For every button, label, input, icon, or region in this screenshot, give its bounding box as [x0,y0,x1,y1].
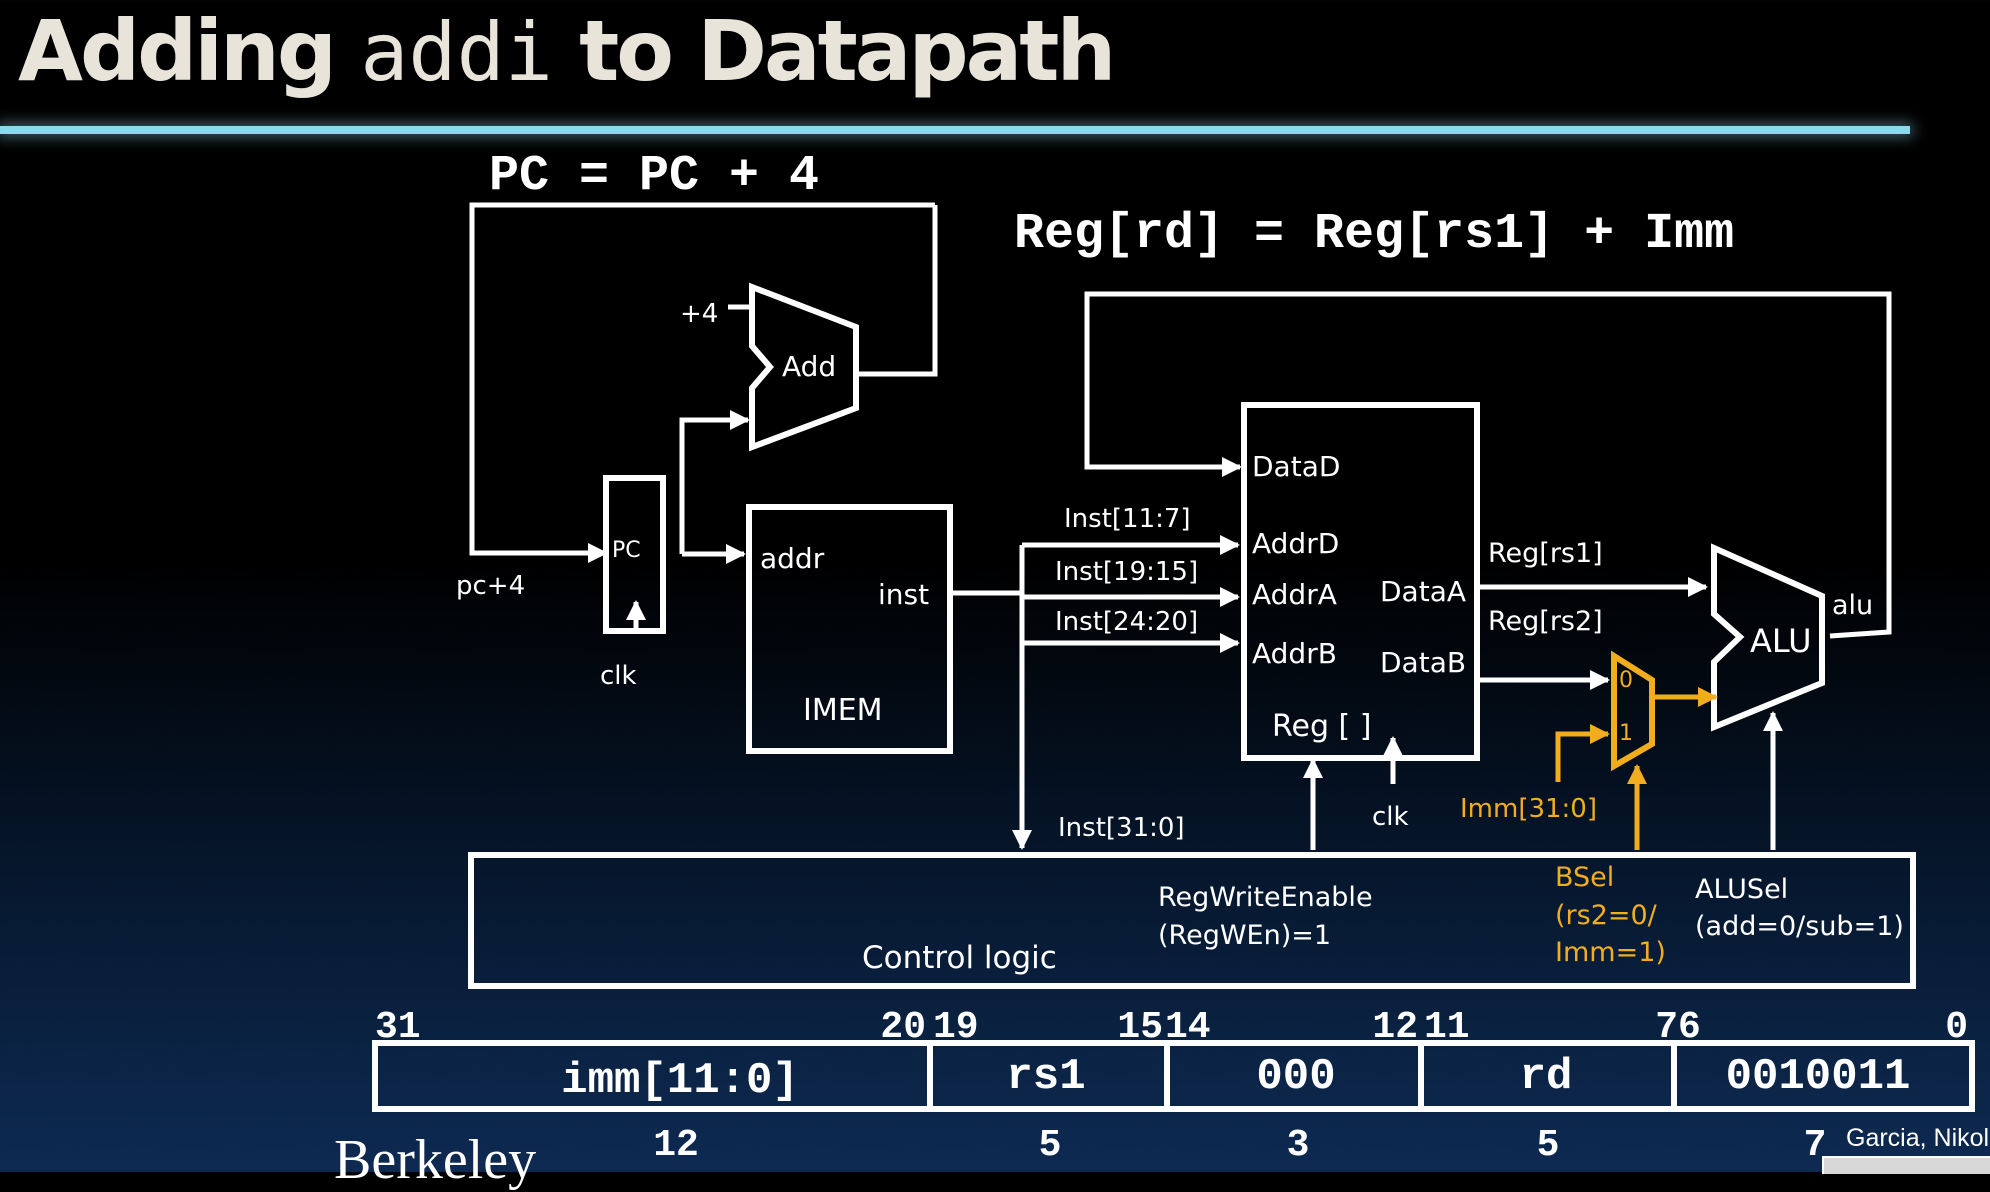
reg-name-label: Reg [ ] [1272,709,1371,744]
encoding-field-imm: imm[11:0] [561,1056,799,1106]
inst-rd-label: Inst[11:7] [1064,504,1191,534]
bsel-label-line1: BSel [1555,862,1614,893]
imem-name-label: IMEM [803,693,883,728]
encoding-width: 7 [1804,1124,1827,1167]
encoding-width: 5 [1039,1124,1062,1167]
imem-block [746,504,953,754]
imem-addr-label: addr [760,542,825,575]
encoding-width: 5 [1537,1124,1560,1167]
register-file [1241,402,1480,761]
pc-clk-label: clk [600,661,637,691]
inst-full-label: Inst[31:0] [1058,813,1185,843]
reg-addra-label: AddrA [1252,578,1337,611]
bsel-label-line3: Imm=1) [1555,937,1666,968]
adder-feedback-wire [858,205,938,377]
imm-wire [1555,724,1610,782]
encoding-box [372,1040,1975,1112]
encoding-width: 12 [653,1124,699,1167]
alu-output-label: alu [1832,590,1873,621]
bit-label: 14 [1165,1006,1211,1049]
slide-title-code: addi [360,6,553,99]
control-logic-block [468,852,1916,989]
encoding-field-funct3: 000 [1256,1052,1335,1102]
adder-label: Add [782,350,836,383]
alu-writeback-wire [1084,291,1892,639]
inst-rs2-label: Inst[24:20] [1055,607,1198,637]
alusel-label-line2: (add=0/sub=1) [1695,911,1904,942]
encoding-field-rs1: rs1 [1006,1052,1085,1102]
reg-datad-label: DataD [1252,450,1340,483]
reg-dataa-label: DataA [1380,575,1466,608]
bit-label: 20 [880,1006,926,1049]
imem-inst-label: inst [878,578,929,611]
mux-input0-label: 0 [1619,668,1633,693]
control-logic-label: Control logic [862,940,1057,976]
reg-rs1-signal-label: Reg[rs1] [1488,538,1603,569]
imm-label: Imm[31:0] [1460,794,1597,824]
alusel-label-line1: ALUSel [1695,874,1788,905]
slide-title-post: to Datapath [552,2,1116,100]
pc-adder [749,282,859,452]
author-credit: Garcia, Nikolić [1846,1124,1990,1152]
bit-label: 19 [933,1006,979,1049]
mux-input1-label: 1 [1619,721,1633,746]
bit-label: 11 [1424,1006,1470,1049]
creative-commons-badge [1822,1156,1990,1174]
bit-label: 15 [1117,1006,1163,1049]
bit-label: 31 [375,1006,421,1049]
encoding-field-rd: rd [1520,1052,1573,1102]
pc-next-wire [469,202,935,563]
pc-register [603,475,666,634]
bit-label: 6 [1678,1006,1701,1049]
alu-label: ALU [1750,622,1812,660]
regwen-label-line2: (RegWEn)=1 [1158,920,1331,951]
encoding-field-opcode: 0010011 [1726,1052,1911,1102]
pc-plus4-label: pc+4 [456,571,525,601]
bit-label: 0 [1945,1006,1968,1049]
reg-rs2-signal-label: Reg[rs2] [1488,606,1603,637]
reg-clk-label: clk [1372,802,1409,832]
pc-label: PC [612,538,641,563]
slide-title: Adding addi to Datapath [18,2,1116,100]
reg-addrd-label: AddrD [1252,527,1339,560]
reg-datab-label: DataB [1380,646,1466,679]
title-underline [0,126,1910,134]
pc-equation: PC = PC + 4 [489,148,819,205]
inst-rs1-label: Inst[19:15] [1055,557,1198,587]
slide-title-pre: Adding [18,2,361,100]
bit-label: 12 [1372,1006,1418,1049]
berkeley-logo: Berkeley [334,1129,537,1191]
encoding-width: 3 [1287,1124,1310,1167]
pc-to-adder-wire [679,410,750,554]
bsel-label-line2: (rs2=0/ [1555,900,1658,931]
reg-equation: Reg[rd] = Reg[rs1] + Imm [1014,206,1734,263]
regwen-label-line1: RegWriteEnable [1158,882,1373,913]
bsel-mux [1611,650,1655,772]
reg-addrb-label: AddrB [1252,637,1337,670]
bit-label: 7 [1655,1006,1678,1049]
plus4-label: +4 [680,299,718,329]
